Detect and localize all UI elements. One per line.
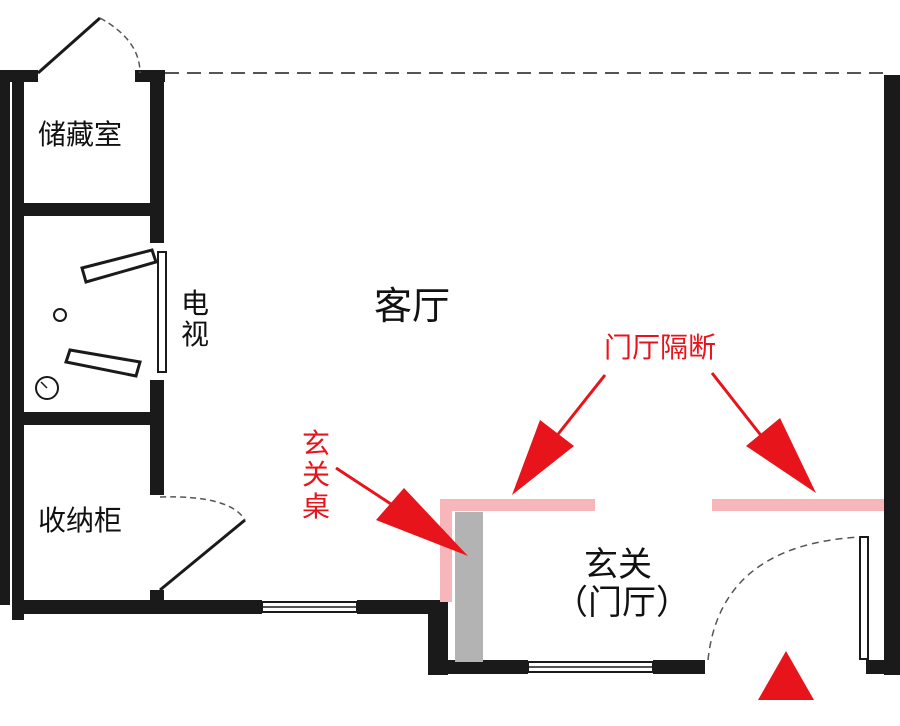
lamp-symbol xyxy=(53,308,67,322)
column-wall-upper xyxy=(150,75,164,243)
storage-door-swing xyxy=(99,17,141,74)
storage-bottom-wall xyxy=(12,203,164,216)
entrance-door-swing xyxy=(707,536,861,661)
table-arrow-head xyxy=(376,488,468,556)
foyer-bottom-wall-left xyxy=(428,660,528,674)
partition-arrow-right-shaft xyxy=(710,372,765,439)
storage-door-leaf xyxy=(37,16,101,75)
partition-left-vertical xyxy=(440,499,452,602)
bottom-wall-mid xyxy=(357,600,447,614)
foyer-table xyxy=(455,512,483,662)
foyer-left-wall xyxy=(428,600,448,675)
storage-top-wall xyxy=(0,70,38,82)
column-wall-middle xyxy=(150,380,164,495)
chair-upper xyxy=(80,248,158,284)
left-inner-wall xyxy=(12,75,24,620)
foyer-table-annotation: 玄关桌 xyxy=(301,427,330,523)
partition-right xyxy=(712,499,884,511)
entrance-marker xyxy=(758,651,814,700)
chair-lower xyxy=(64,348,142,378)
clock-hand xyxy=(40,381,48,389)
living-room-label: 客厅 xyxy=(374,284,451,328)
table-arrow-shaft xyxy=(335,466,395,508)
partition-arrow-left-shaft xyxy=(553,374,607,439)
tv-bottom-wall xyxy=(12,412,164,425)
cabinet-door-swing xyxy=(159,496,246,521)
entrance-door-leaf xyxy=(859,536,869,660)
partition-left xyxy=(440,499,595,511)
right-outer-wall xyxy=(884,75,900,675)
cabinet-door-leaf xyxy=(159,518,246,592)
cabinet-label: 收纳柜 xyxy=(38,504,123,537)
foyer-subtitle-label: （门厅） xyxy=(554,583,690,623)
outer-left-wall xyxy=(0,75,10,605)
partition-arrow-left-head xyxy=(512,420,574,495)
storage-room-label: 储藏室 xyxy=(38,118,123,151)
tv-screen xyxy=(157,251,167,373)
tv-label: 电视 xyxy=(180,287,209,352)
partition-arrow-right-head xyxy=(746,418,816,493)
partition-annotation: 门厅隔断 xyxy=(604,331,717,364)
foyer-bottom-wall-right xyxy=(653,660,705,674)
bottom-wall-left xyxy=(12,600,262,614)
foyer-title-label: 玄关 xyxy=(584,545,652,585)
